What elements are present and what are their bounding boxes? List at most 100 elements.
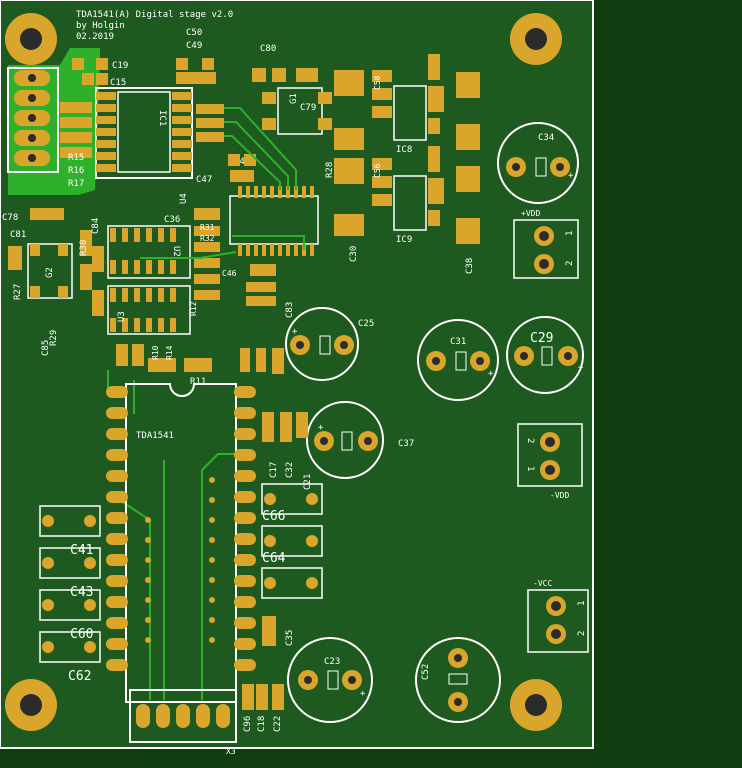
label-c48: C48	[234, 157, 250, 167]
label-c31: C31	[450, 337, 466, 347]
label-c32: C32	[285, 462, 295, 478]
label-c52: C52	[421, 664, 431, 680]
label-c17: C17	[269, 462, 279, 478]
label-u4: U4	[179, 193, 189, 204]
label-c37: C37	[398, 439, 414, 449]
label-r32: R32	[200, 234, 215, 243]
resistor-bank	[60, 102, 92, 158]
label-c18: C18	[257, 716, 267, 732]
label-r31: R31	[200, 223, 215, 232]
label-r15: R15	[68, 153, 84, 163]
label-c46: C46	[222, 269, 237, 278]
label-c58: C58	[373, 75, 382, 90]
label-c41: C41	[70, 543, 93, 558]
pin2-neg-vdd: 2	[525, 438, 535, 443]
plus-c31: +	[488, 369, 494, 379]
label-c80: C80	[260, 44, 276, 54]
label-neg-vcc: -VCC	[533, 579, 552, 588]
capacitor-c23	[287, 637, 373, 723]
connector-outline	[7, 67, 59, 173]
label-c56: C56	[373, 163, 382, 178]
pin2-neg-vcc: 2	[577, 631, 587, 636]
u2-outline	[107, 225, 191, 279]
board-author: by Holgin	[76, 21, 125, 31]
label-c66: C66	[262, 509, 285, 524]
label-c78: C78	[2, 213, 18, 223]
terminal-neg-vdd	[517, 423, 583, 487]
g2-outline	[27, 243, 73, 299]
label-r29: R29	[49, 330, 59, 346]
plus-c34: +	[568, 171, 574, 181]
plus-c23: +	[360, 689, 366, 699]
capacitor-c25	[285, 307, 359, 381]
label-c49: C49	[186, 41, 202, 51]
label-r12: R12	[189, 301, 198, 316]
label-r30: R30	[79, 240, 89, 256]
mounting-hole	[5, 679, 57, 731]
capacitor-c34	[497, 122, 579, 204]
label-c83: C83	[285, 302, 295, 318]
pcb-substrate	[0, 0, 594, 749]
label-c25: C25	[358, 319, 374, 329]
label-ic9: IC9	[396, 235, 412, 245]
label-r11: R11	[190, 377, 206, 387]
label-ic1: IC1	[157, 110, 167, 126]
label-c96: C96	[243, 716, 253, 732]
label-c34: C34	[538, 133, 554, 143]
pin1-pos-vdd: 1	[565, 231, 575, 236]
capacitor-c52	[415, 637, 501, 723]
label-c62: C62	[68, 669, 91, 684]
mounting-hole	[5, 13, 57, 65]
film-capacitors-right	[261, 483, 323, 599]
label-c85: C85	[41, 340, 51, 356]
label-r10: R10	[151, 345, 160, 360]
label-c23: C23	[324, 657, 340, 667]
board-title: TDA1541(A) Digital stage v2.0	[76, 10, 233, 20]
label-c38: C38	[465, 258, 475, 274]
label-c50: C50	[186, 28, 202, 38]
label-c43: C43	[70, 585, 93, 600]
capacitor-c29	[506, 316, 584, 394]
label-r14: R14	[165, 345, 174, 360]
pin1-neg-vcc: 1	[577, 601, 587, 606]
label-g2: G2	[45, 267, 55, 278]
film-capacitors-left	[39, 505, 101, 663]
mounting-hole	[510, 679, 562, 731]
label-r27: R27	[13, 284, 23, 300]
board-date: 02.2019	[76, 32, 114, 42]
label-ic8: IC8	[396, 145, 412, 155]
plus-c29: +	[578, 363, 584, 373]
label-c30: C30	[349, 246, 359, 262]
label-c36: C36	[164, 215, 180, 225]
label-r28: R28	[325, 162, 335, 178]
label-c35: C35	[285, 630, 295, 646]
pin2-pos-vdd: 2	[565, 261, 575, 266]
label-u2: U2	[171, 246, 181, 257]
label-r16: R16	[68, 166, 84, 176]
capacitor-c31	[417, 319, 499, 401]
capacitor-c37	[306, 401, 384, 479]
ic-tda1541	[106, 383, 256, 703]
plus-c25: +	[292, 327, 298, 337]
label-c21: C21	[303, 474, 313, 490]
label-pos-vdd: +VDD	[521, 209, 540, 218]
plus-c37: +	[318, 423, 324, 433]
label-c15: C15	[110, 78, 126, 88]
label-tda1541: TDA1541	[136, 431, 174, 441]
u3-outline	[107, 285, 191, 335]
label-g1: G1	[289, 93, 299, 104]
label-u3: U3	[117, 311, 127, 322]
label-c64: C64	[262, 551, 286, 566]
pin1-neg-vdd: 1	[525, 466, 535, 471]
label-c22: C22	[273, 716, 283, 732]
terminal-pos-vdd	[513, 219, 579, 279]
header-x3	[129, 689, 237, 743]
label-neg-vdd: -VDD	[550, 491, 569, 500]
label-c81: C81	[10, 230, 26, 240]
label-c19: C19	[112, 61, 128, 71]
label-x3: X3	[226, 747, 236, 756]
label-c47: C47	[196, 175, 212, 185]
label-c84: C84	[91, 218, 101, 234]
label-c29: C29	[530, 331, 553, 346]
